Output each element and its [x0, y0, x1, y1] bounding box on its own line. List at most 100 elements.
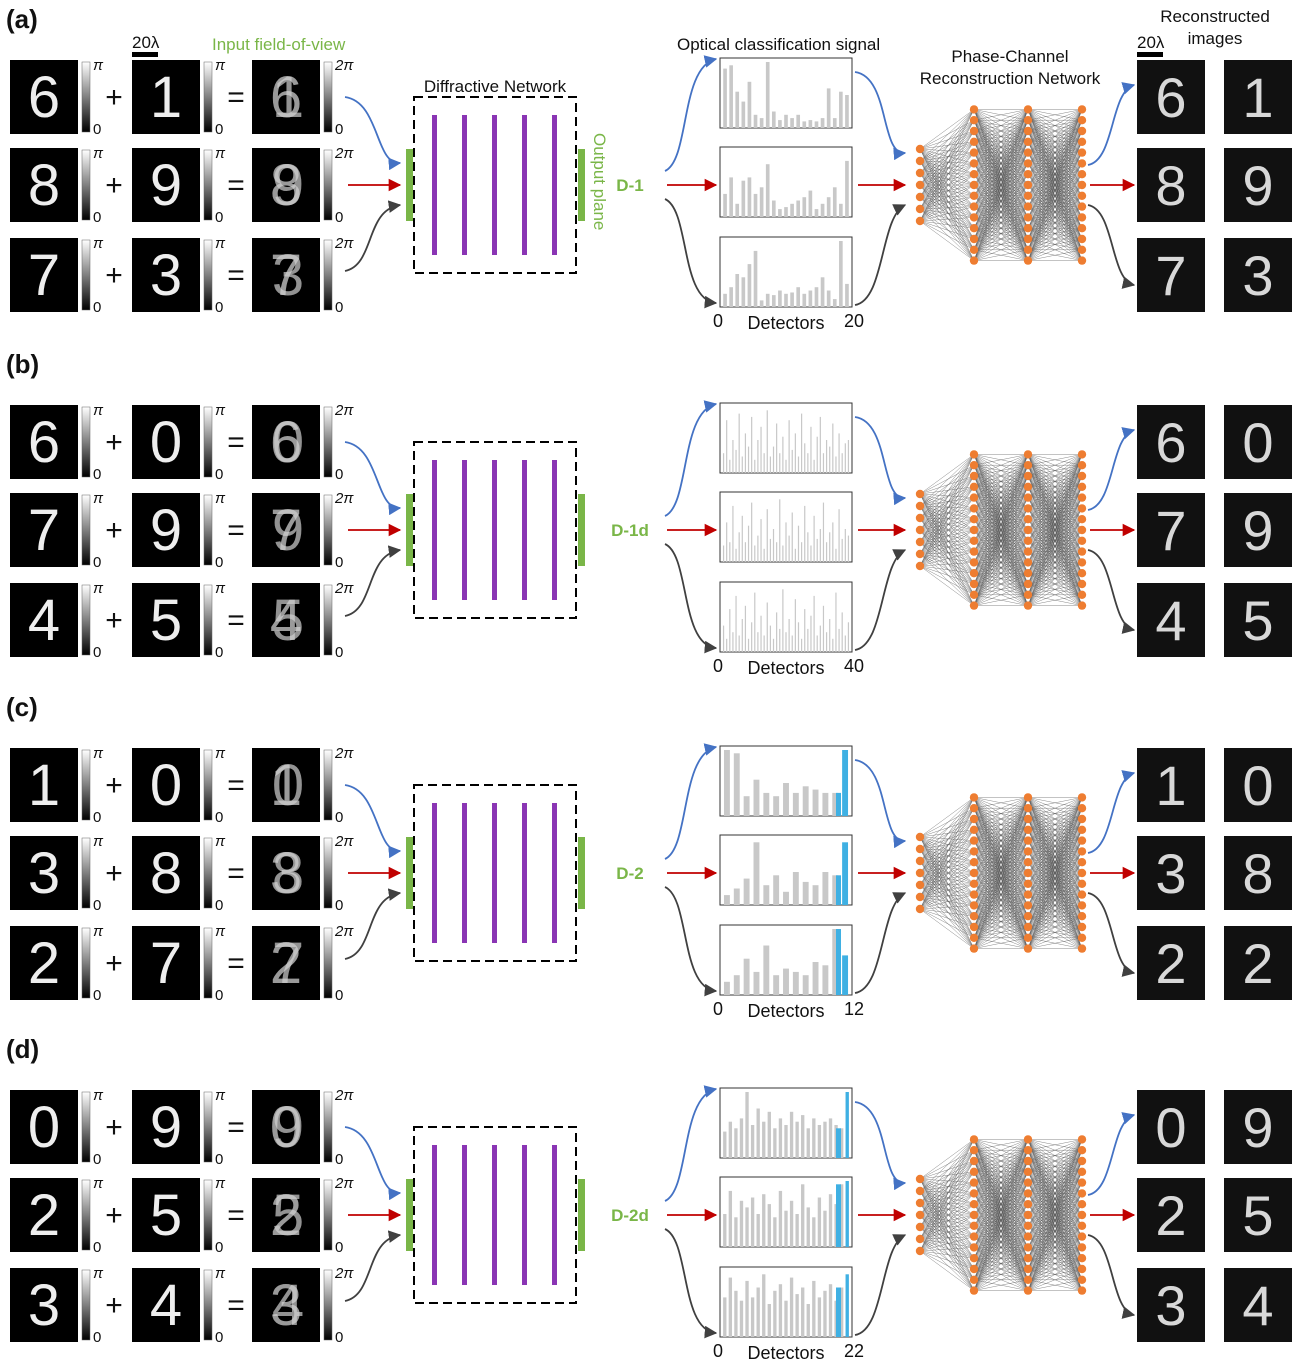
network-node [969, 148, 979, 157]
network-edge [919, 1150, 975, 1216]
signal-bar [801, 638, 803, 652]
network-edge [973, 529, 1029, 606]
network-node [969, 461, 979, 470]
arrow-dark-out [1087, 549, 1136, 634]
digit-a-glyph: 1 [28, 753, 60, 818]
signal-bar [810, 545, 812, 562]
signal-bar [808, 290, 813, 307]
network-edge [919, 1160, 975, 1192]
signal-bar [735, 595, 737, 652]
signal-bar [753, 193, 758, 217]
signal-bar-highlight [836, 1128, 841, 1158]
digit-b-glyph: 4 [150, 1273, 182, 1338]
network-edge [919, 497, 975, 555]
signal-bar [825, 632, 828, 652]
colorbar-combined-max: 2π [334, 402, 354, 419]
network-edge [973, 797, 1029, 874]
network-edge [919, 1139, 975, 1180]
signal-bar [723, 1214, 727, 1247]
network-node [969, 493, 979, 502]
digit-image-b [132, 836, 200, 910]
network-edge [973, 594, 1029, 606]
network-edge [919, 1202, 975, 1226]
network-edge [1027, 486, 1083, 606]
signal-bar [794, 548, 796, 562]
network-edge [919, 884, 975, 895]
signal-bar [826, 290, 831, 307]
network-node [969, 579, 979, 589]
network-edge [973, 454, 1029, 552]
signal-bar [739, 1300, 744, 1337]
digit-b-glyph: 5 [150, 1183, 182, 1248]
recon-image-a [1137, 583, 1205, 657]
signal-bar [729, 65, 733, 128]
network-edge [1027, 1139, 1083, 1183]
network-edge [919, 163, 975, 186]
network-edge [973, 573, 1029, 606]
network-node [969, 116, 979, 125]
network-node [1023, 202, 1033, 211]
network-edge [1027, 141, 1083, 261]
network-node [969, 515, 979, 524]
network-edge [1027, 217, 1083, 261]
recon-b-glyph: 4 [1242, 1274, 1273, 1337]
colorbar-b [203, 927, 213, 999]
signal-bar [817, 1297, 822, 1337]
network-edge [919, 896, 975, 906]
signal-bar [745, 1280, 749, 1337]
network-edge [1027, 1247, 1083, 1291]
colorbar-combined-min: 0 [335, 299, 343, 316]
network-edge [919, 848, 975, 895]
network-edge [1027, 249, 1083, 261]
signal-chart [719, 146, 853, 218]
signal-bar [729, 287, 733, 307]
network-edge [919, 851, 975, 862]
recon-a-glyph: 0 [1155, 1096, 1186, 1159]
combined-glyph-b: 1 [272, 65, 304, 130]
signal-bar [802, 197, 807, 217]
arrow-dark-out [1087, 204, 1136, 289]
signal-bar [817, 1125, 822, 1158]
network-edge [919, 196, 975, 218]
signal-bar [825, 440, 828, 473]
network-edge [919, 152, 975, 174]
colorbar-a-max: π [93, 833, 104, 850]
network-edge [973, 109, 1029, 164]
signal-bar [763, 635, 765, 652]
network-node [915, 1198, 925, 1208]
signal-bar [841, 538, 843, 562]
signal-bar [750, 1197, 755, 1247]
network-node [1077, 245, 1087, 254]
network-edge [919, 1182, 975, 1228]
network-edge [919, 553, 975, 574]
signal-bar [802, 975, 809, 995]
network-edge [973, 797, 1029, 863]
combined-glyph-a: 1 [270, 753, 302, 818]
colorbar-combined-max: 2π [334, 580, 354, 597]
diffractive-layer [432, 1145, 437, 1285]
network-edge [973, 926, 1029, 949]
network-edge [919, 829, 975, 862]
network-edge [973, 152, 1029, 261]
digit-b-glyph: 3 [150, 243, 182, 308]
network-edge [919, 1139, 975, 1204]
network-node [1077, 912, 1087, 921]
network-node [1077, 944, 1087, 953]
combined-glyph-a: 3 [270, 841, 302, 906]
signal-bar [751, 502, 753, 562]
signal-bar [744, 605, 747, 652]
network-node [1077, 879, 1087, 888]
colorbar-combined [323, 837, 333, 909]
network-edge [973, 109, 1029, 261]
combined-glyph-a: 6 [270, 410, 302, 475]
network-edge [973, 1182, 1029, 1291]
network-edge [919, 465, 975, 507]
colorbar-b-min: 0 [215, 554, 223, 571]
network-node [1077, 933, 1087, 942]
network-edge [919, 1226, 975, 1237]
network-node [969, 793, 979, 802]
network-edge [1027, 1279, 1083, 1291]
signal-bar [773, 1128, 777, 1158]
